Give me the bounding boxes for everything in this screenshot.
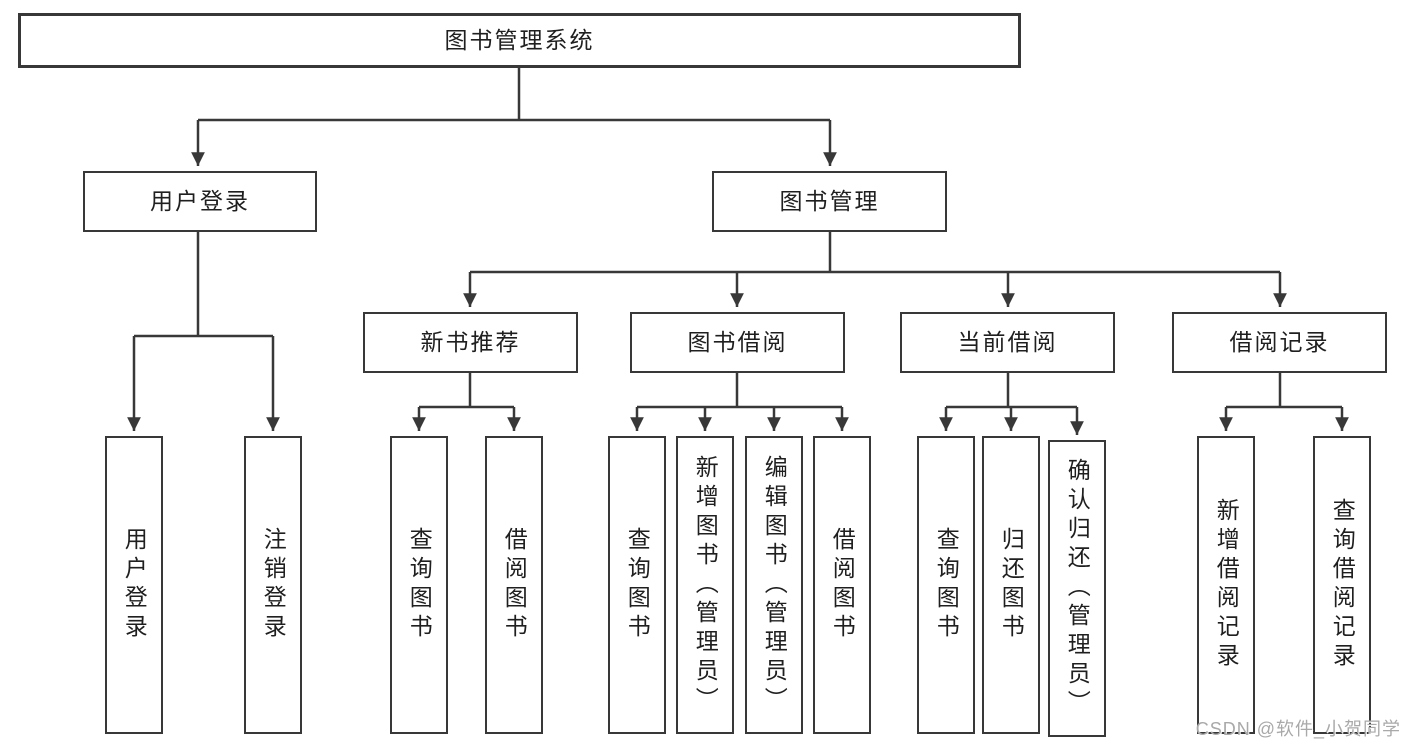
node-user-login: 用户登录 xyxy=(83,171,317,232)
node-label: 借阅记录 xyxy=(1229,329,1330,355)
node-label: 用户登录 xyxy=(150,188,250,214)
node-new-book-recommendation: 新书推荐 xyxy=(363,312,578,373)
node-label: 新书推荐 xyxy=(420,329,521,355)
leaf-confirm-return-admin: 确认归还（管理员） xyxy=(1048,440,1106,737)
leaf-query-books-current: 查询图书 xyxy=(917,436,975,734)
node-label: 图书借阅 xyxy=(687,329,788,355)
leaf-edit-books-admin: 编辑图书（管理员） xyxy=(745,436,803,734)
leaf-label: 借阅图书 xyxy=(501,527,528,643)
bus-new-book xyxy=(419,373,514,409)
node-label: 图书管理 xyxy=(779,188,880,214)
leaf-label: 注销登录 xyxy=(260,527,287,643)
node-current-borrowing: 当前借阅 xyxy=(900,312,1115,373)
bus-root xyxy=(198,68,830,122)
leaf-label: 用户登录 xyxy=(121,527,148,643)
leaf-label: 查询借阅记录 xyxy=(1329,498,1356,672)
node-book-borrowing: 图书借阅 xyxy=(630,312,845,373)
leaf-label: 新增图书（管理员） xyxy=(692,454,719,716)
bus-current-borrow xyxy=(946,373,1077,409)
leaf-label: 新增借阅记录 xyxy=(1213,498,1240,672)
bus-user-login xyxy=(134,232,273,338)
csdn-watermark: CSDN @软件_小贺同学 xyxy=(1195,719,1401,739)
leaf-label: 查询图书 xyxy=(624,527,651,643)
bus-book-borrow xyxy=(637,373,842,409)
leaf-add-books-admin: 新增图书（管理员） xyxy=(676,436,734,734)
leaf-query-books-borrowing: 查询图书 xyxy=(608,436,666,734)
leaf-borrow-books-recommend: 借阅图书 xyxy=(485,436,543,734)
bus-borrow-records xyxy=(1226,373,1342,409)
leaf-user-login: 用户登录 xyxy=(105,436,163,734)
leaf-label: 借阅图书 xyxy=(829,527,856,643)
leaf-logout: 注销登录 xyxy=(244,436,302,734)
node-borrowing-records: 借阅记录 xyxy=(1172,312,1387,373)
leaf-borrow-books-borrowing: 借阅图书 xyxy=(813,436,871,734)
leaf-label: 编辑图书（管理员） xyxy=(761,454,788,716)
leaf-add-borrow-record: 新增借阅记录 xyxy=(1197,436,1255,734)
node-library-management-system: 图书管理系统 xyxy=(18,13,1021,68)
leaf-label: 确认归还（管理员） xyxy=(1064,458,1091,719)
leaf-label: 归还图书 xyxy=(998,527,1025,643)
node-label: 当前借阅 xyxy=(957,329,1058,355)
bus-book-management xyxy=(470,232,1280,274)
leaf-query-borrow-record: 查询借阅记录 xyxy=(1313,436,1371,734)
node-label: 图书管理系统 xyxy=(444,27,595,53)
leaf-query-books-recommend: 查询图书 xyxy=(390,436,448,734)
node-book-management: 图书管理 xyxy=(712,171,947,232)
leaf-label: 查询图书 xyxy=(933,527,960,643)
leaf-return-books: 归还图书 xyxy=(982,436,1040,734)
leaf-label: 查询图书 xyxy=(406,527,433,643)
